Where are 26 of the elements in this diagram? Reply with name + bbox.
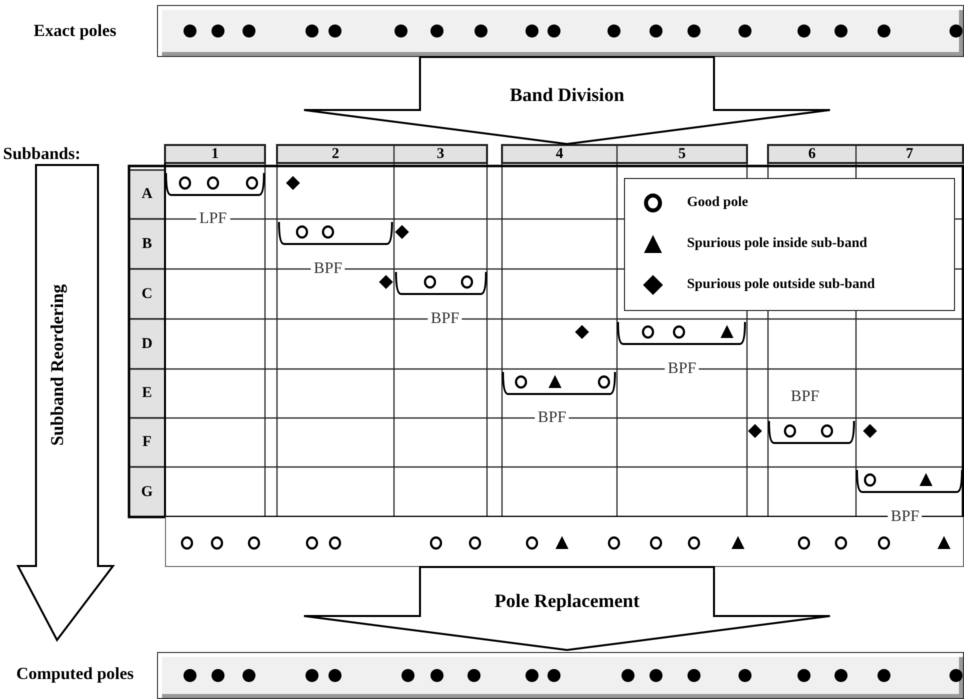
direction-label: Subband Reordering <box>46 283 68 448</box>
row-header: B <box>140 234 153 254</box>
filter-label: BPF <box>790 387 820 407</box>
column-header: 3 <box>436 145 446 163</box>
column-header: 4 <box>554 145 564 163</box>
edge-label: Band Division <box>508 84 626 108</box>
row-header: F <box>141 433 153 452</box>
edge-label: Pole Replacement <box>493 590 641 614</box>
row-header: A <box>140 185 154 204</box>
column-header: 5 <box>677 145 687 163</box>
heading: Subbands: <box>3 143 82 165</box>
legend-text: Spurious pole outside sub-band <box>687 276 875 294</box>
legend-text: Good pole <box>687 194 748 212</box>
column-header: 6 <box>807 145 817 163</box>
block-arrow <box>303 56 831 145</box>
bar-heading: Exact poles <box>32 20 118 42</box>
row-header: D <box>140 334 154 354</box>
block-arrow <box>303 566 831 651</box>
legend-text: Spurious pole inside sub-band <box>687 235 868 253</box>
column-header: 2 <box>330 145 340 163</box>
row-header: G <box>140 482 154 502</box>
bar-heading: Computed poles <box>15 663 135 685</box>
row-header: C <box>140 284 154 304</box>
column-header: 7 <box>904 145 914 163</box>
column-header: 1 <box>210 145 220 163</box>
row-header: E <box>140 384 153 403</box>
